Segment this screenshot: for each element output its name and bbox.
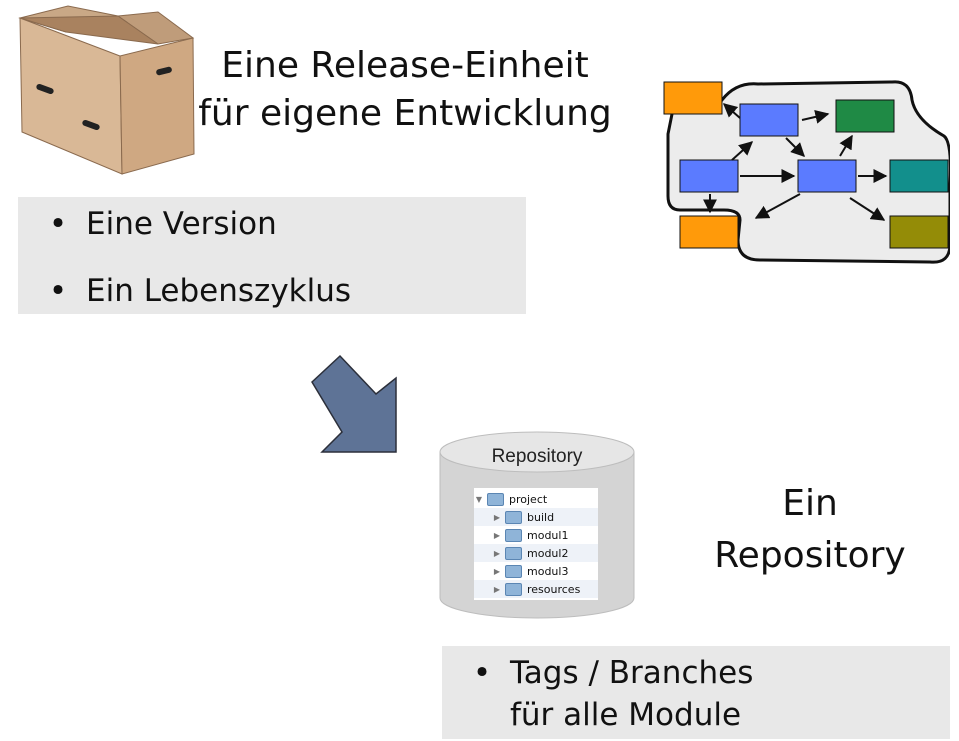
tree-row-modul3[interactable]: ▶ modul3 [474,562,598,580]
tree-row-modul2[interactable]: ▶ modul2 [474,544,598,562]
bullet-item: • Ein Lebenszyklus [30,271,351,311]
bullet-marker: • [472,655,492,691]
module-teal [889,159,949,193]
folder-icon [505,510,522,524]
collapsed-triangle-icon[interactable]: ▶ [493,512,501,522]
tree-label: modul2 [527,546,569,560]
folder-icon [505,528,522,542]
bullet-text-tags-branches: Tags / Branches [510,655,754,691]
project-file-tree: ▼ project ▶ build ▶ modul1 ▶ modul2 ▶ mo… [474,488,598,600]
tree-label: modul3 [527,564,569,578]
bullet-text-version: Eine Version [86,206,277,242]
folder-icon [505,564,522,578]
title-line-2: für eigene Entwicklung [198,93,612,134]
tree-row-project[interactable]: ▼ project [474,490,598,508]
cardboard-box-icon [18,5,195,175]
title: Eine Release-Einheit für eigene Entwickl… [195,42,615,138]
collapsed-triangle-icon[interactable]: ▶ [493,584,501,594]
big-down-right-arrow-icon [311,354,397,453]
tree-row-resources[interactable]: ▶ resources [474,580,598,598]
repository-label: Repository [491,446,583,467]
collapsed-triangle-icon[interactable]: ▶ [493,548,501,558]
folder-icon [505,582,522,596]
tree-row-build[interactable]: ▶ build [474,508,598,526]
bullet-item: • Tags / Branches für alle Module [454,652,754,736]
module-blue-1 [739,103,799,137]
tree-label: build [527,510,555,524]
bullet-text-lebenszyklus: Ein Lebenszyklus [86,273,352,309]
ein-repository-line-1: Ein [782,483,838,524]
tree-label: project [509,492,548,506]
tree-label: modul1 [527,528,569,542]
module-blue-2 [679,159,739,193]
collapsed-triangle-icon[interactable]: ▶ [493,530,501,540]
module-orange-bottom [679,215,739,249]
bullet-item: • Eine Version [30,204,277,244]
bottom-bullet-box: • Tags / Branches für alle Module [442,646,950,739]
module-blue-3 [797,159,857,193]
collapsed-triangle-icon[interactable]: ▶ [493,566,501,576]
expanded-triangle-icon[interactable]: ▼ [475,494,483,504]
bullet-marker: • [48,273,68,309]
folder-icon [487,492,504,506]
tree-label: resources [527,582,581,596]
folder-icon [505,546,522,560]
module-olive [889,215,949,249]
top-bullet-box: • Eine Version • Ein Lebenszyklus [18,197,526,314]
ein-repository-heading: Ein Repository [690,478,930,582]
module-green [835,99,895,133]
tree-row-modul1[interactable]: ▶ modul1 [474,526,598,544]
title-line-1: Eine Release-Einheit [221,45,589,86]
module-dependency-diagram [663,80,950,264]
bullet-marker: • [48,206,68,242]
bullet-text-alle-module: für alle Module [510,697,742,733]
ein-repository-line-2: Repository [714,535,906,576]
module-orange-top [663,81,723,115]
